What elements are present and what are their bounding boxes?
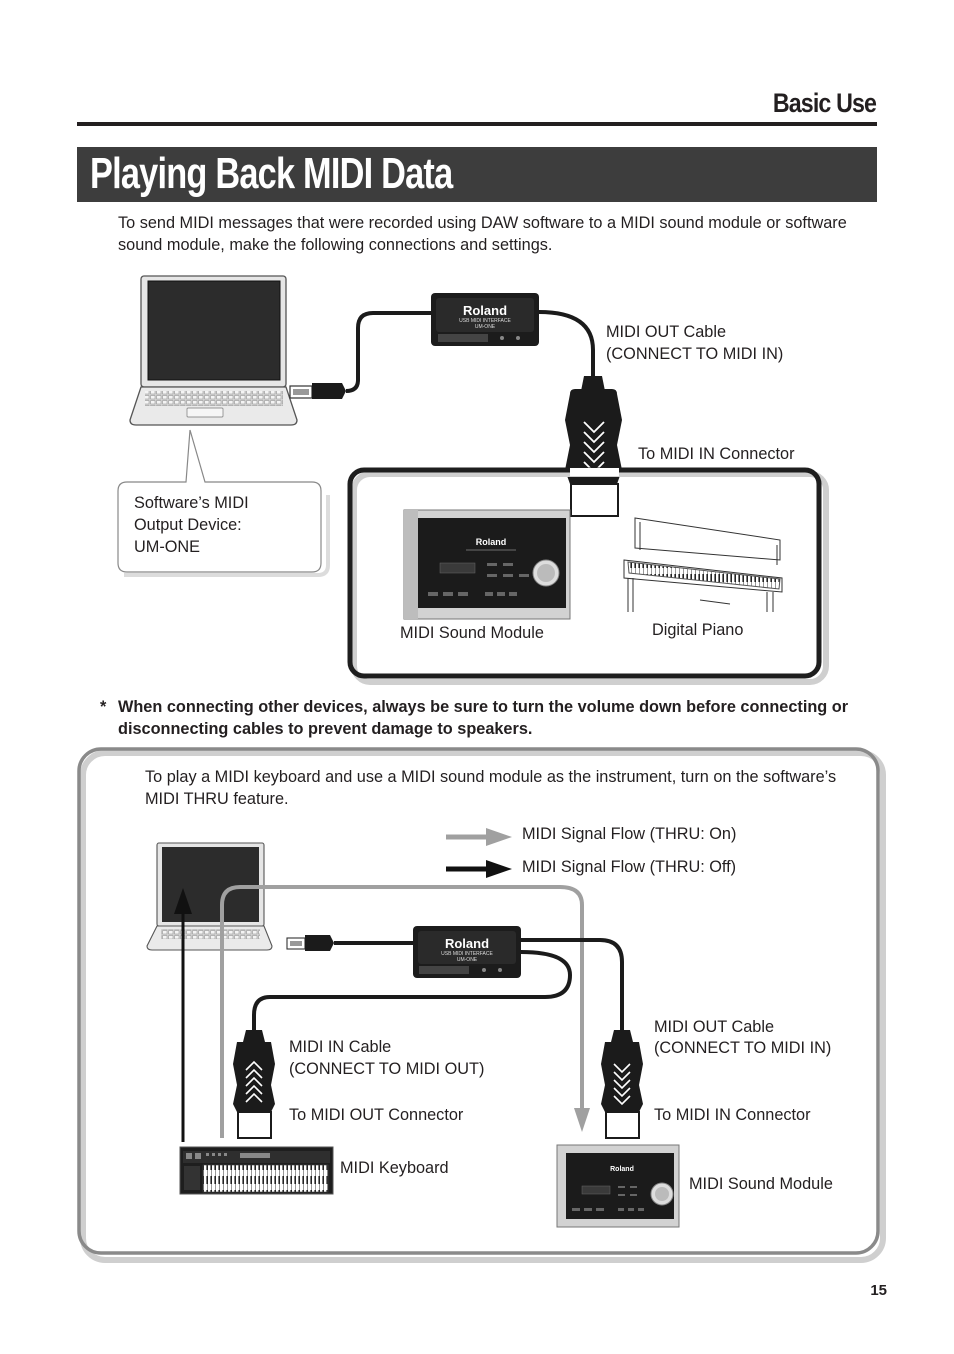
to-midi-in-label: To MIDI IN Connector [638,445,795,463]
midi-keyboard-label: MIDI Keyboard [340,1159,449,1177]
midi-out-cable-note: (CONNECT TO MIDI IN) [606,345,784,363]
midi-out-plug-icon [601,1030,643,1139]
midi-keyboard-icon [179,1146,334,1195]
svg-text:USB MIDI INTERFACE: USB MIDI INTERFACE [441,951,493,957]
header-rule [77,122,877,126]
svg-text:UM-ONE: UM-ONE [475,324,496,330]
um-one-interface-icon: Roland USB MIDI INTERFACE UM-ONE [413,926,521,978]
page-title: Playing Back MIDI Data [90,149,453,198]
usb-plug-icon [286,935,414,951]
sound-module-icon: Roland [556,1144,680,1228]
to-midi-in-label: To MIDI IN Connector [654,1106,811,1124]
svg-text:USB MIDI INTERFACE: USB MIDI INTERFACE [459,318,511,324]
usb-plug-icon [289,311,432,399]
midi-in-plug-icon [233,1030,275,1139]
thru-intro: To play a MIDI keyboard and use a MIDI s… [145,768,837,808]
midi-in-cable-label: MIDI IN Cable [289,1038,392,1056]
thru-off-arrow-icon [446,860,512,878]
intro-paragraph: To send MIDI messages that were recorded… [118,214,847,254]
module-brand: Roland [476,537,507,547]
interface-brand: Roland [445,936,489,951]
svg-text:UM-ONE: UM-ONE [457,957,478,963]
sound-module-label: MIDI Sound Module [400,624,544,642]
midi-in-cable-note: (CONNECT TO MIDI OUT) [289,1060,485,1078]
midi-plug-icon [565,376,622,517]
laptop-icon [129,275,298,426]
note-mark: * [100,698,107,716]
callout-bubble [117,429,322,573]
um-one-interface-icon: Roland USB MIDI INTERFACE UM-ONE [431,293,539,346]
laptop-icon [146,842,273,951]
interface-brand: Roland [463,303,507,318]
midi-out-cable-label: MIDI OUT Cable [654,1018,775,1036]
midi-out-cable-label: MIDI OUT Cable [606,323,727,341]
sound-module-label: MIDI Sound Module [689,1175,833,1193]
digital-piano-label: Digital Piano [652,621,744,639]
caution-note: When connecting other devices, always be… [118,698,849,738]
module-brand: Roland [610,1166,634,1173]
legend-thru-on: MIDI Signal Flow (THRU: On) [522,825,737,843]
title-bar [77,147,877,202]
callout-line-2: Output Device: [134,516,242,534]
legend-thru-off: MIDI Signal Flow (THRU: Off) [522,858,737,876]
to-midi-out-label: To MIDI OUT Connector [289,1106,464,1124]
thru-panel-frame [77,747,880,1255]
section-heading: Basic Use [772,88,877,118]
midi-out-cable-note: (CONNECT TO MIDI IN) [654,1039,832,1057]
page-number: 15 [870,1282,887,1299]
digital-piano-icon [623,517,783,612]
callout-line-3: UM-ONE [134,538,201,556]
sound-module-icon: Roland [403,509,571,620]
callout-line-1: Software’s MIDI [134,494,249,512]
thru-on-arrow-icon [446,828,512,846]
